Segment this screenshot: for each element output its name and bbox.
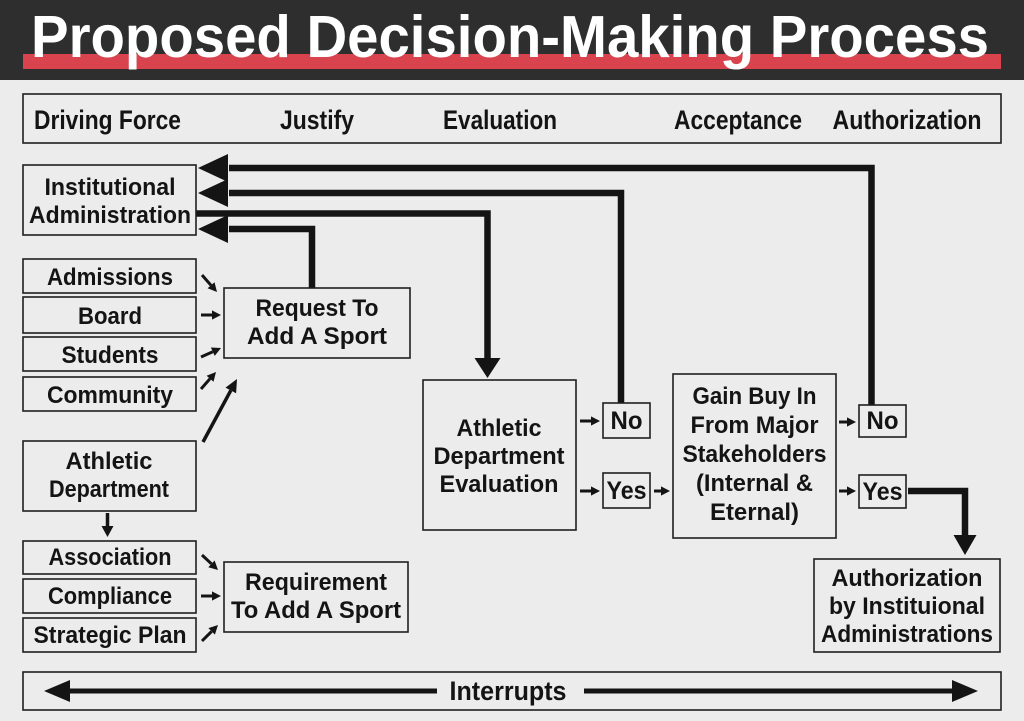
- svg-text:Administration: Administration: [29, 202, 191, 229]
- svg-text:Requirement: Requirement: [245, 569, 387, 596]
- svg-text:Athletic: Athletic: [457, 415, 542, 442]
- svg-text:Authorization: Authorization: [832, 565, 983, 592]
- svg-text:Yes: Yes: [863, 478, 903, 506]
- svg-text:No: No: [867, 407, 899, 435]
- svg-text:To Add A Sport: To Add A Sport: [231, 597, 401, 624]
- svg-text:Evaluation: Evaluation: [443, 105, 557, 135]
- svg-text:Institutional: Institutional: [45, 174, 176, 201]
- svg-text:Compliance: Compliance: [48, 583, 172, 610]
- svg-text:Proposed Decision-Making Proce: Proposed Decision-Making Process: [31, 4, 989, 70]
- svg-text:Request To: Request To: [256, 295, 379, 322]
- svg-text:Authorization: Authorization: [833, 105, 982, 135]
- svg-text:Association: Association: [49, 544, 172, 571]
- svg-text:by Instituional: by Instituional: [829, 593, 985, 620]
- svg-text:Add A Sport: Add A Sport: [247, 323, 387, 350]
- svg-text:Stakeholders: Stakeholders: [683, 441, 827, 468]
- svg-text:Gain Buy In: Gain Buy In: [693, 383, 817, 410]
- svg-text:Admissions: Admissions: [47, 264, 173, 291]
- svg-text:No: No: [611, 407, 643, 435]
- svg-text:Department: Department: [49, 476, 169, 503]
- svg-text:Driving Force: Driving Force: [34, 105, 181, 135]
- svg-text:Community: Community: [47, 382, 174, 409]
- svg-text:Eternal): Eternal): [710, 499, 799, 526]
- svg-text:Department: Department: [434, 443, 565, 470]
- svg-text:Evaluation: Evaluation: [440, 471, 559, 498]
- svg-text:Justify: Justify: [280, 105, 354, 135]
- svg-text:Yes: Yes: [607, 477, 647, 505]
- svg-text:Athletic: Athletic: [66, 448, 153, 475]
- svg-text:Strategic Plan: Strategic Plan: [34, 622, 187, 649]
- svg-text:(Internal &: (Internal &: [696, 470, 813, 497]
- svg-text:Administrations: Administrations: [821, 621, 993, 648]
- svg-text:From Major: From Major: [691, 412, 819, 439]
- svg-text:Students: Students: [62, 342, 159, 369]
- svg-text:Interrupts: Interrupts: [450, 676, 567, 706]
- svg-text:Acceptance: Acceptance: [674, 105, 802, 135]
- svg-text:Board: Board: [78, 303, 142, 330]
